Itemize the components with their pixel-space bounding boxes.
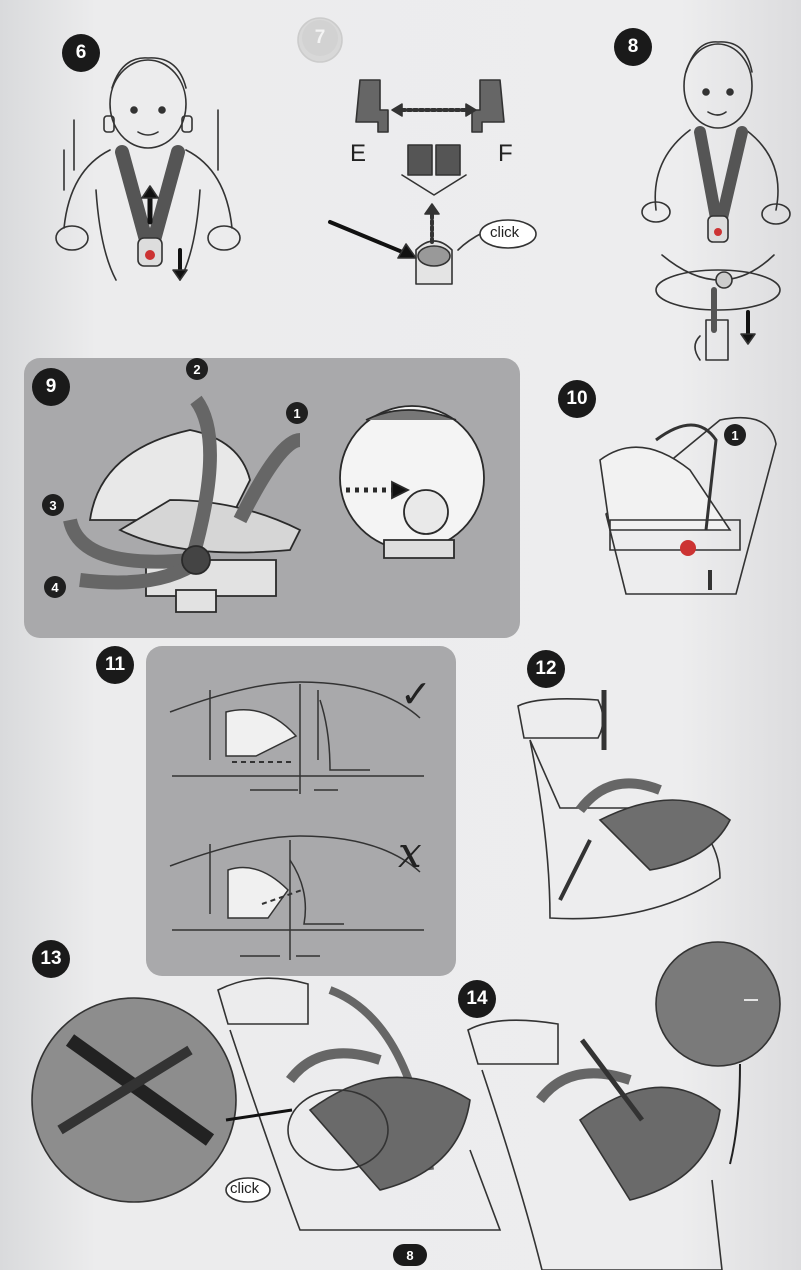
step-10-number: 10 <box>558 380 596 418</box>
step-9-number: 9 <box>32 368 70 406</box>
step-9-carrier-illustration <box>63 395 485 613</box>
step-11-car-illustrations <box>169 681 424 960</box>
page-number: 8 <box>393 1244 427 1266</box>
click-label-2: click <box>230 1180 260 1197</box>
step-13-installation-illustration <box>31 977 502 1231</box>
step-8-number: 8 <box>614 28 652 66</box>
step-10-seat-illustration <box>599 416 777 595</box>
position-e-label: E <box>350 140 367 167</box>
step-8-child-illustration <box>641 41 791 361</box>
step-11-number: 11 <box>96 646 134 684</box>
step-6-harness-straps <box>115 145 185 247</box>
step-11-panel <box>146 646 456 976</box>
step-12-number: 12 <box>527 650 565 688</box>
step-9-marker-4: 4 <box>44 576 66 598</box>
click-label: click <box>490 224 520 241</box>
step-13-number: 13 <box>32 940 70 978</box>
step-10-marker-1: 1 <box>724 424 746 446</box>
step-9-marker-2: 2 <box>186 358 208 380</box>
step-12-car-seat-illustration <box>517 690 732 920</box>
step-7-number: 7 <box>302 20 338 56</box>
step-9-marker-1: 1 <box>286 402 308 424</box>
step-6-number: 6 <box>62 34 100 72</box>
incorrect-mark: x <box>398 828 422 877</box>
position-f-label: F <box>498 140 513 167</box>
correct-mark: ✓ <box>400 672 432 716</box>
step-14-installation-illustration <box>467 941 781 1270</box>
step-14-number: 14 <box>458 980 496 1018</box>
step-7-buckle-illustration <box>328 79 537 285</box>
step-9-marker-3: 3 <box>42 494 64 516</box>
